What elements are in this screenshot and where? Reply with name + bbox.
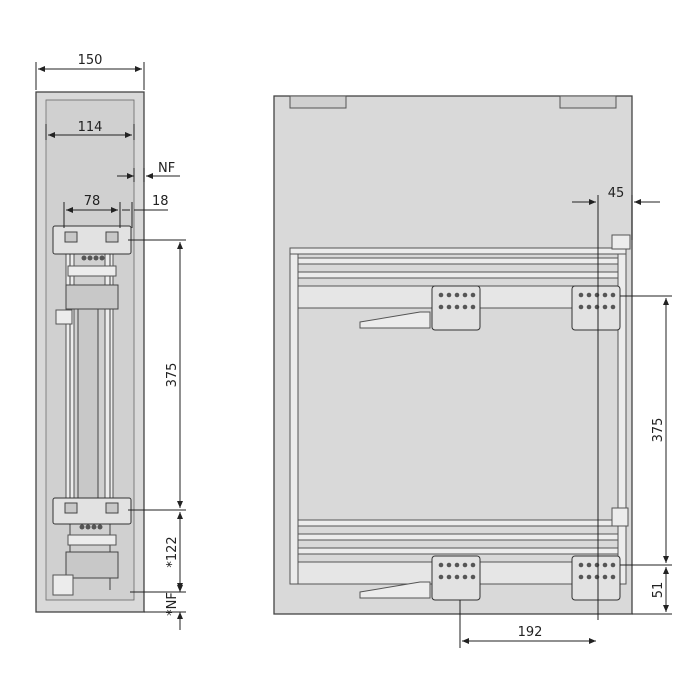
dim-inner-width: 114 <box>78 120 103 135</box>
front-lower-bracket-left <box>431 555 481 601</box>
front-frame <box>289 234 631 599</box>
dim-total-width: 150 <box>78 53 103 68</box>
dim-top-offset: 45 <box>608 186 625 201</box>
dim-lower-offset: *122 <box>165 536 180 567</box>
front-upper-bracket-right <box>571 285 621 331</box>
front-cabinet-body <box>273 95 633 615</box>
side-view: 150 114 NF 78 18 375 *122 *NF <box>35 53 186 630</box>
side-upper-bracket <box>52 225 132 325</box>
front-upper-bracket-left <box>431 285 481 331</box>
front-view: 45 375 51 192 <box>273 95 672 648</box>
dim-nf: NF <box>158 161 175 176</box>
dim-bottom-nf: *NF <box>165 592 180 616</box>
dim-bottom-offset: 51 <box>651 582 666 599</box>
dim-vertical-spacing-side: 375 <box>165 363 180 388</box>
dim-bracket-spacing: 192 <box>518 625 543 640</box>
front-lower-bracket-right <box>571 555 621 601</box>
dim-vertical-spacing-front: 375 <box>651 418 666 443</box>
dim-offset: 18 <box>152 194 169 209</box>
dim-bracket-width: 78 <box>84 194 101 209</box>
side-lower-bracket <box>52 497 132 596</box>
